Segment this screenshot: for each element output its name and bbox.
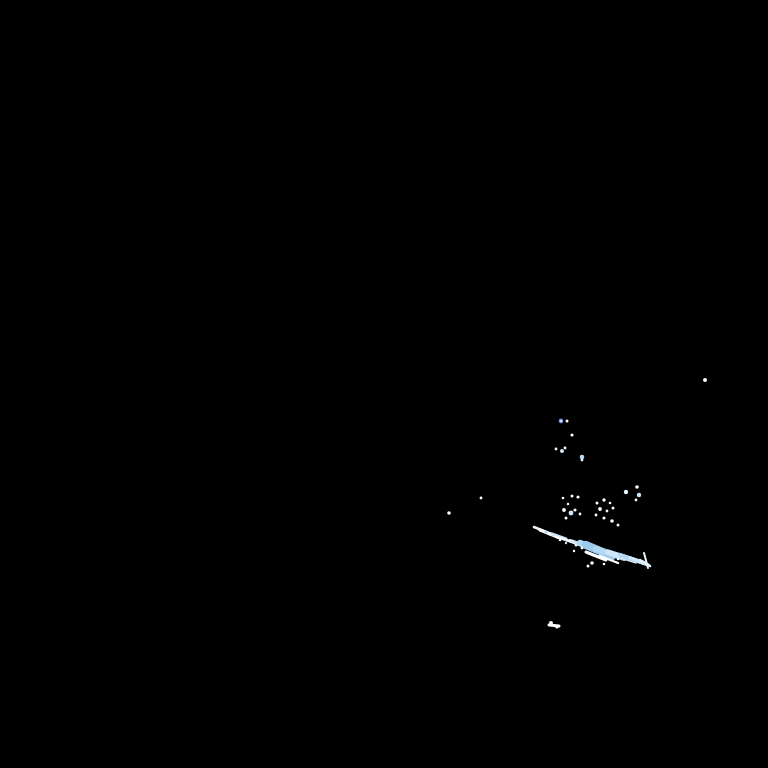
- raster-image-viewport: [0, 0, 768, 768]
- satellite-raster-canvas: [0, 0, 768, 768]
